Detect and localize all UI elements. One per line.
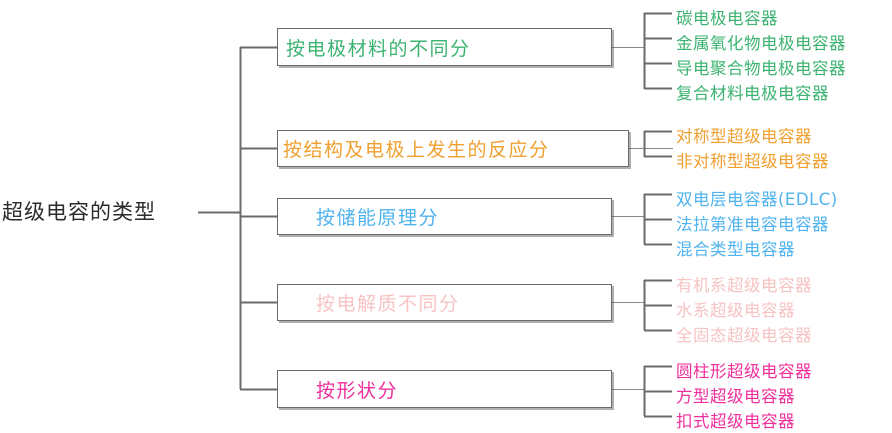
- leaf-label: 水系超级电容器: [676, 301, 795, 320]
- leaf-label: 方型超级电容器: [676, 387, 795, 406]
- category-label-structure-reaction: 按结构及电极上发生的反应分: [283, 139, 550, 161]
- category-label-shape: 按形状分: [316, 379, 399, 402]
- root-node-label: 超级电容的类型: [2, 200, 156, 224]
- leaf-label: 有机系超级电容器: [676, 276, 812, 295]
- leaf-label: 混合类型电容器: [676, 240, 795, 259]
- category-label-energy-storage-principle: 按储能原理分: [316, 207, 440, 229]
- leaf-label: 非对称型超级电容器: [676, 152, 829, 171]
- category-box-electrolyte[interactable]: 按电解质不同分: [277, 284, 612, 321]
- leaf-label: 复合材料电极电容器: [676, 84, 829, 103]
- leaf-label: 碳电极电容器: [676, 9, 778, 28]
- leaf-label: 导电聚合物电极电容器: [676, 59, 846, 78]
- leaf-label: 金属氧化物电极电容器: [676, 34, 846, 53]
- leaf-label: 扣式超级电容器: [676, 412, 795, 431]
- leaf-label: 法拉第准电容电容器: [676, 215, 829, 234]
- category-box-shape[interactable]: 按形状分: [277, 370, 612, 408]
- leaf-label: 双电层电容器(EDLC): [676, 190, 838, 209]
- category-label-electrode-material: 按电极材料的不同分: [286, 37, 471, 60]
- leaf-label: 圆柱形超级电容器: [676, 362, 812, 381]
- category-box-energy-storage-principle[interactable]: 按储能原理分: [277, 198, 612, 235]
- category-box-electrode-material[interactable]: 按电极材料的不同分: [277, 28, 612, 66]
- category-box-structure-reaction[interactable]: 按结构及电极上发生的反应分: [277, 130, 629, 167]
- leaf-label: 对称型超级电容器: [676, 127, 812, 146]
- category-label-electrolyte: 按电解质不同分: [316, 293, 460, 315]
- leaf-label: 全固态超级电容器: [676, 326, 812, 345]
